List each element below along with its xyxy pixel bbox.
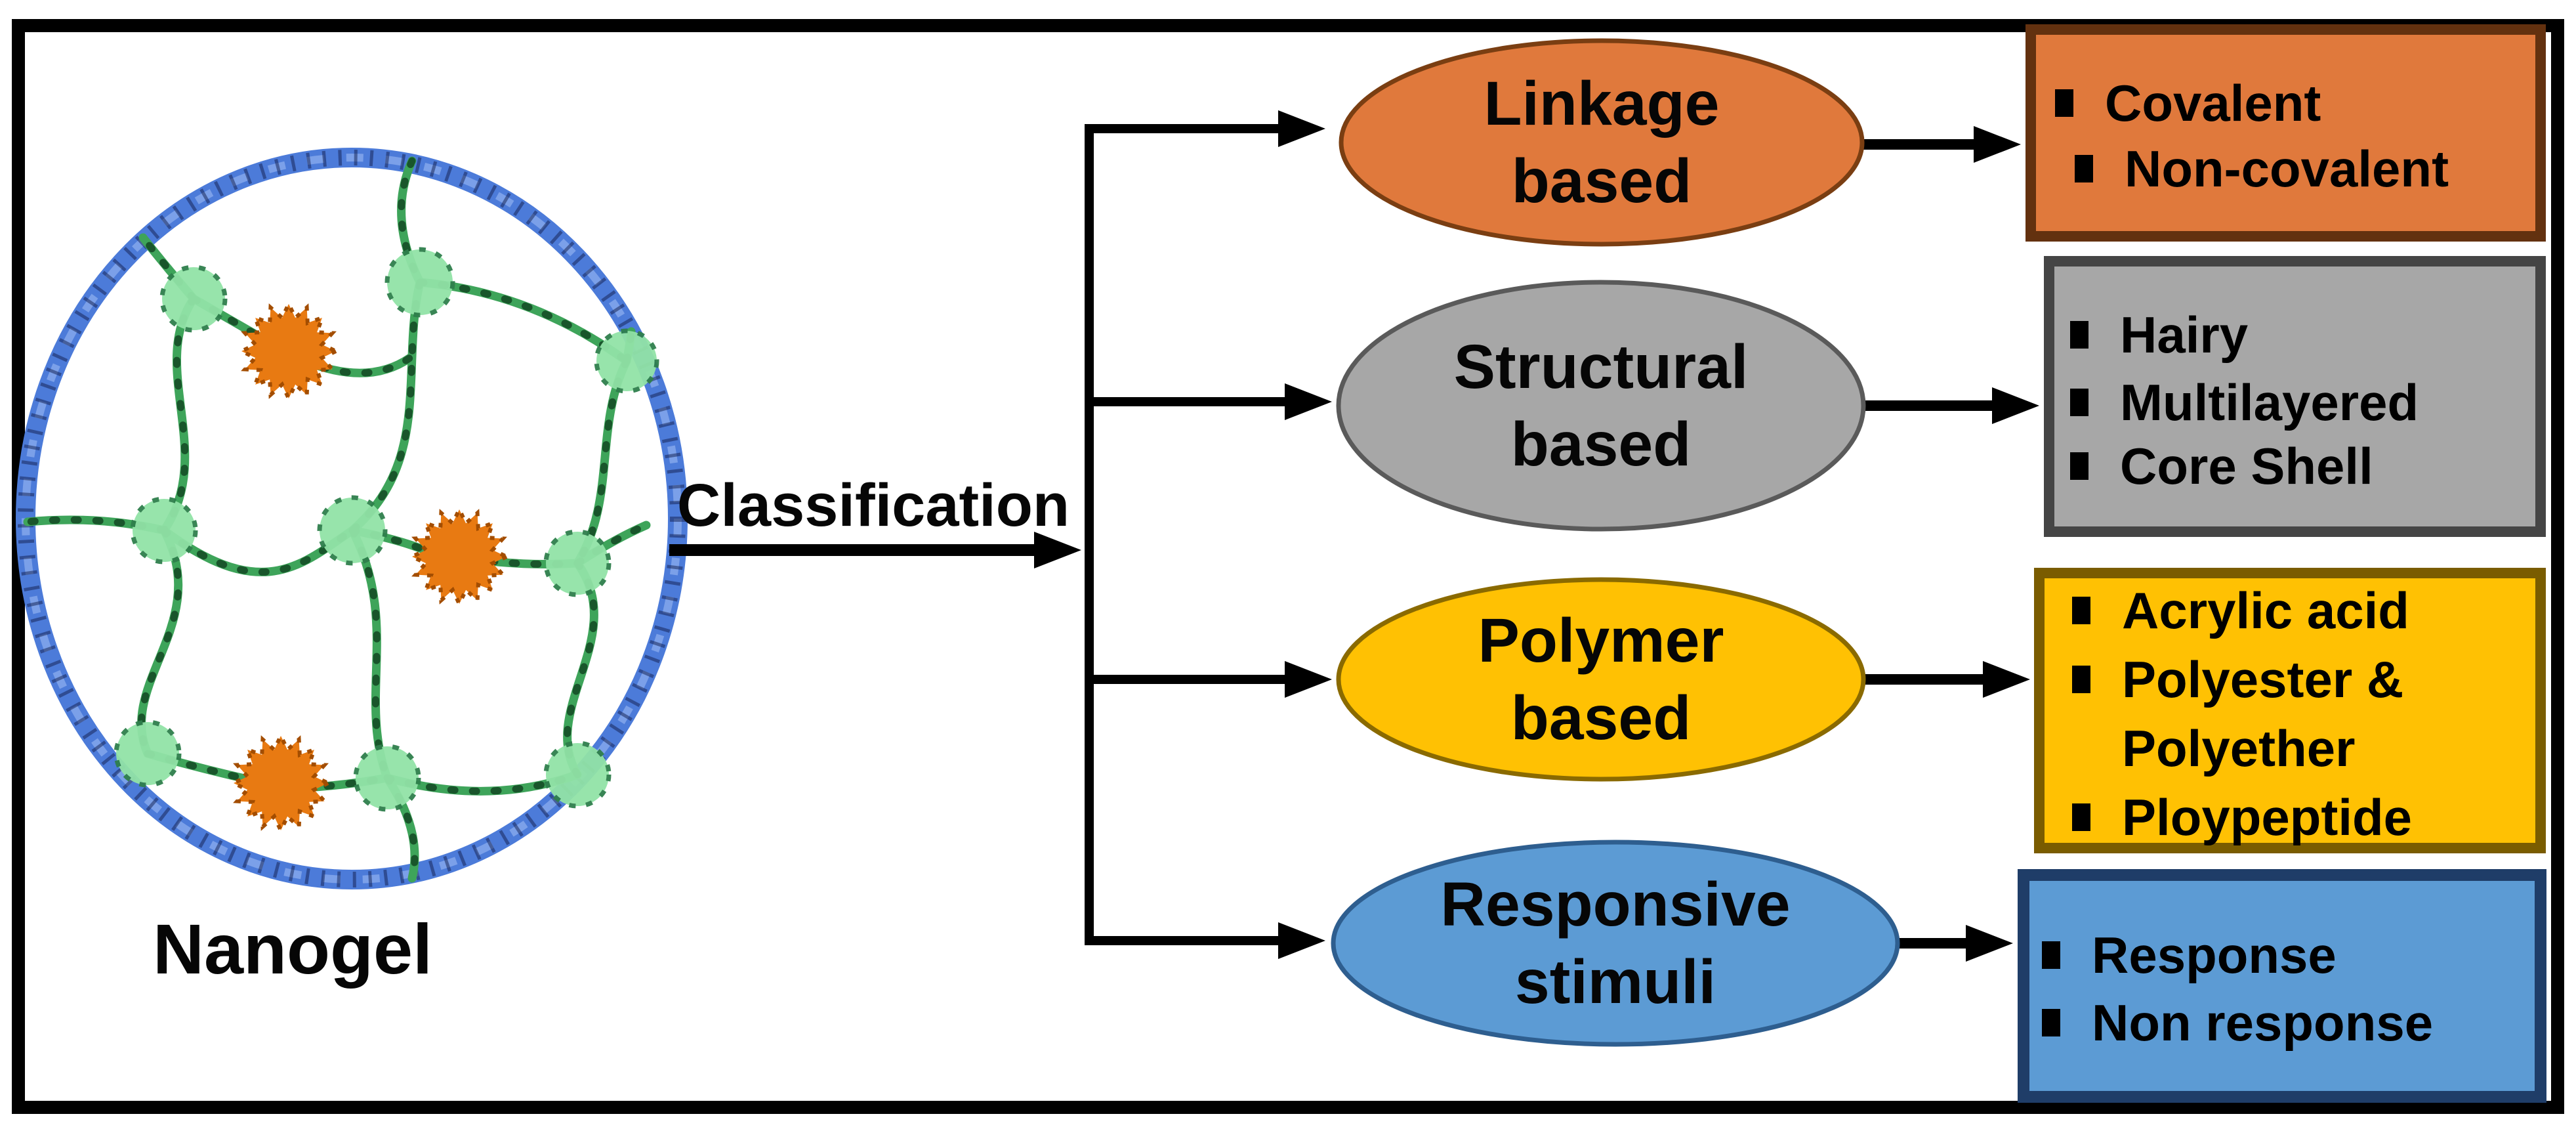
- classification-label: Classification: [676, 471, 1070, 539]
- ellipse-label-line: Polymer: [1478, 606, 1724, 675]
- square-bullet-icon: [2042, 1009, 2060, 1036]
- ellipse-linkage-based: [1339, 38, 1865, 247]
- list-item: Response: [2042, 919, 2337, 991]
- list-item: Ploypeptide: [2072, 781, 2412, 853]
- list-item: Core Shell: [2070, 430, 2373, 502]
- list-item-text: Hairy: [2120, 305, 2249, 364]
- list-item-text: Polyether: [2122, 719, 2356, 777]
- list-item: Non-covalent: [2075, 133, 2449, 205]
- square-bullet-icon: [2072, 597, 2090, 624]
- ellipse-label-responsive-stimuli: Responsive stimuli: [1386, 866, 1845, 1021]
- nanogel-illustration: [16, 148, 688, 889]
- list-item-text: Response: [2092, 926, 2337, 984]
- crosslink-nodes: [114, 247, 659, 812]
- list-item-text: Acrylic acid: [2122, 581, 2409, 639]
- ellipse-responsive-stimuli: [1331, 840, 1900, 1047]
- list-item: Acrylic acid: [2072, 574, 2409, 647]
- ellipse-label-line: based: [1511, 146, 1692, 216]
- ellipse-label-line: Responsive: [1440, 870, 1791, 939]
- square-bullet-icon: [2070, 452, 2088, 480]
- ellipse-label-line: based: [1510, 683, 1692, 753]
- list-item-text: Core Shell: [2120, 437, 2373, 495]
- particle-burst-icon: [407, 505, 511, 608]
- nanogel-label: Nanogel: [152, 908, 433, 989]
- list-item-continuation: Polyether: [2122, 712, 2355, 784]
- square-bullet-icon: [2055, 89, 2073, 117]
- square-bullet-icon: [2072, 803, 2090, 831]
- box-responsive-types: [2018, 869, 2546, 1103]
- list-item-text: Polyester &: [2122, 650, 2404, 708]
- square-bullet-icon: [2042, 941, 2060, 969]
- square-bullet-icon: [2070, 389, 2088, 416]
- list-item-text: Non response: [2092, 993, 2434, 1052]
- ellipse-label-line: based: [1510, 410, 1692, 479]
- ellipse-structural-based: [1336, 280, 1866, 532]
- square-bullet-icon: [2075, 155, 2093, 182]
- list-item-text: Non-covalent: [2125, 139, 2449, 198]
- embedded-particles: [229, 299, 511, 835]
- ellipse-label-linkage-based: Linkage based: [1372, 65, 1831, 220]
- ellipse-label-line: Linkage: [1484, 69, 1720, 139]
- box-linkage-types: [2025, 24, 2546, 242]
- particle-burst-icon: [237, 299, 341, 403]
- connector-arrows: [669, 110, 2039, 962]
- list-item-text: Multilayered: [2120, 373, 2419, 431]
- list-item: Multilayered: [2070, 366, 2419, 438]
- box-polymer-types: [2034, 568, 2546, 853]
- outer-frame: [12, 19, 2564, 1114]
- box-structural-types: [2044, 256, 2546, 537]
- list-item-text: Covalent: [2105, 74, 2321, 132]
- ellipse-polymer-based: [1336, 577, 1866, 782]
- ellipse-label-line: stimuli: [1514, 947, 1716, 1017]
- list-item: Hairy: [2070, 299, 2248, 371]
- ellipse-label-line: Structural: [1453, 332, 1749, 402]
- list-item: Polyester &: [2072, 643, 2403, 715]
- square-bullet-icon: [2072, 666, 2090, 693]
- list-item-text: Ploypeptide: [2122, 788, 2413, 846]
- list-item: Non response: [2042, 987, 2433, 1059]
- ellipse-label-polymer-based: Polymer based: [1371, 602, 1831, 757]
- ring-speckle-texture: [18, 150, 686, 887]
- list-item: Covalent: [2055, 67, 2321, 139]
- particle-burst-icon: [229, 731, 333, 835]
- ellipse-label-structural-based: Structural based: [1371, 328, 1831, 483]
- square-bullet-icon: [2070, 321, 2088, 349]
